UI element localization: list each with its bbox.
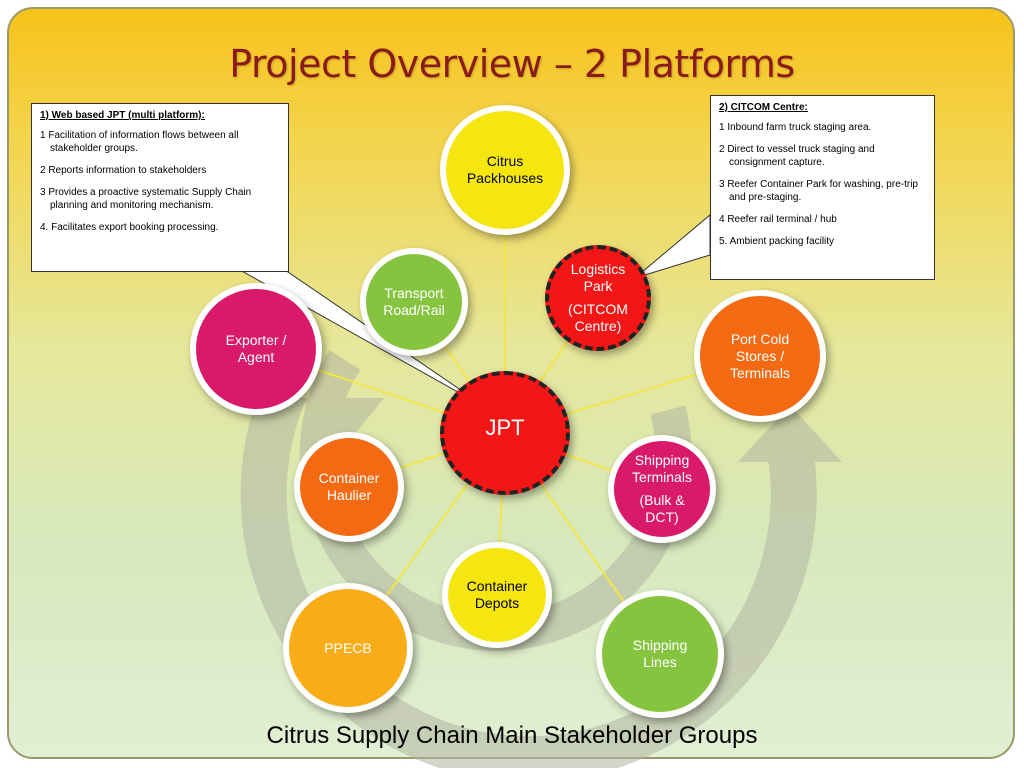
node-jpt: JPT xyxy=(440,371,570,495)
node-label: JPT xyxy=(485,415,525,440)
citcom-item: 3 Reefer Container Park for washing, pre… xyxy=(719,179,918,203)
node-label: Port Cold Stores / Terminals xyxy=(730,330,790,381)
right-callout-pointer xyxy=(634,213,711,279)
node-label: Citrus Packhouses xyxy=(466,153,544,186)
node-label: Shipping Lines xyxy=(632,637,688,670)
citcom-heading: 2) CITCOM Centre: xyxy=(719,102,808,113)
node-label: (Bulk & DCT) xyxy=(639,492,685,525)
node-label: Shipping Terminals xyxy=(632,452,692,485)
citcom-item: 4 Reefer rail terminal / hub xyxy=(719,214,837,225)
node-label: Container Depots xyxy=(466,578,528,611)
web-jpt-item: 3 Provides a proactive systematic Supply… xyxy=(40,187,252,211)
outer-cycle-arrow xyxy=(240,381,842,768)
node-label: Container Haulier xyxy=(318,470,380,503)
citcom-item: 1 Inbound farm truck staging area. xyxy=(719,122,872,133)
node-citrus-packhouses: Citrus Packhouses xyxy=(440,105,570,235)
node-label: (CITCOM Centre) xyxy=(568,301,628,334)
node-shipping-terminals: Shipping Terminals (Bulk & DCT) xyxy=(608,435,716,543)
node-label: Exporter / Agent xyxy=(225,332,287,365)
node-logistics-park: Logistics Park (CITCOM Centre) xyxy=(545,245,651,351)
web-jpt-item: 2 Reports information to stakeholders xyxy=(40,165,207,176)
node-port-cold-stores: Port Cold Stores / Terminals xyxy=(694,290,826,422)
node-label: Transport Road/Rail xyxy=(383,285,445,318)
citcom-item: 5. Ambient packing facility xyxy=(719,236,835,247)
node-label: PPECB xyxy=(324,639,372,656)
citcom-item: 2 Direct to vessel truck staging and con… xyxy=(719,144,875,168)
web-jpt-heading: 1) Web based JPT (multi platform): xyxy=(40,110,205,121)
node-transport: Transport Road/Rail xyxy=(360,248,468,356)
web-jpt-item: 1 Facilitation of information flows betw… xyxy=(40,130,239,154)
node-container-haulier: Container Haulier xyxy=(294,432,404,542)
node-exporter-agent: Exporter / Agent xyxy=(190,283,322,415)
page-title: Project Overview – 2 Platforms xyxy=(229,42,795,86)
node-ppecb: PPECB xyxy=(283,583,413,713)
diagram-caption: Citrus Supply Chain Main Stakeholder Gro… xyxy=(266,722,758,749)
citcom-box: 2) CITCOM Centre: 1 Inbound farm truck s… xyxy=(710,95,935,280)
node-label: Logistics Park xyxy=(570,261,626,294)
web-jpt-item: 4. Facilitates export booking processing… xyxy=(40,222,219,233)
node-container-depots: Container Depots xyxy=(442,542,552,648)
node-shipping-lines: Shipping Lines xyxy=(596,590,724,718)
web-jpt-box: 1) Web based JPT (multi platform): 1 Fac… xyxy=(31,103,289,272)
